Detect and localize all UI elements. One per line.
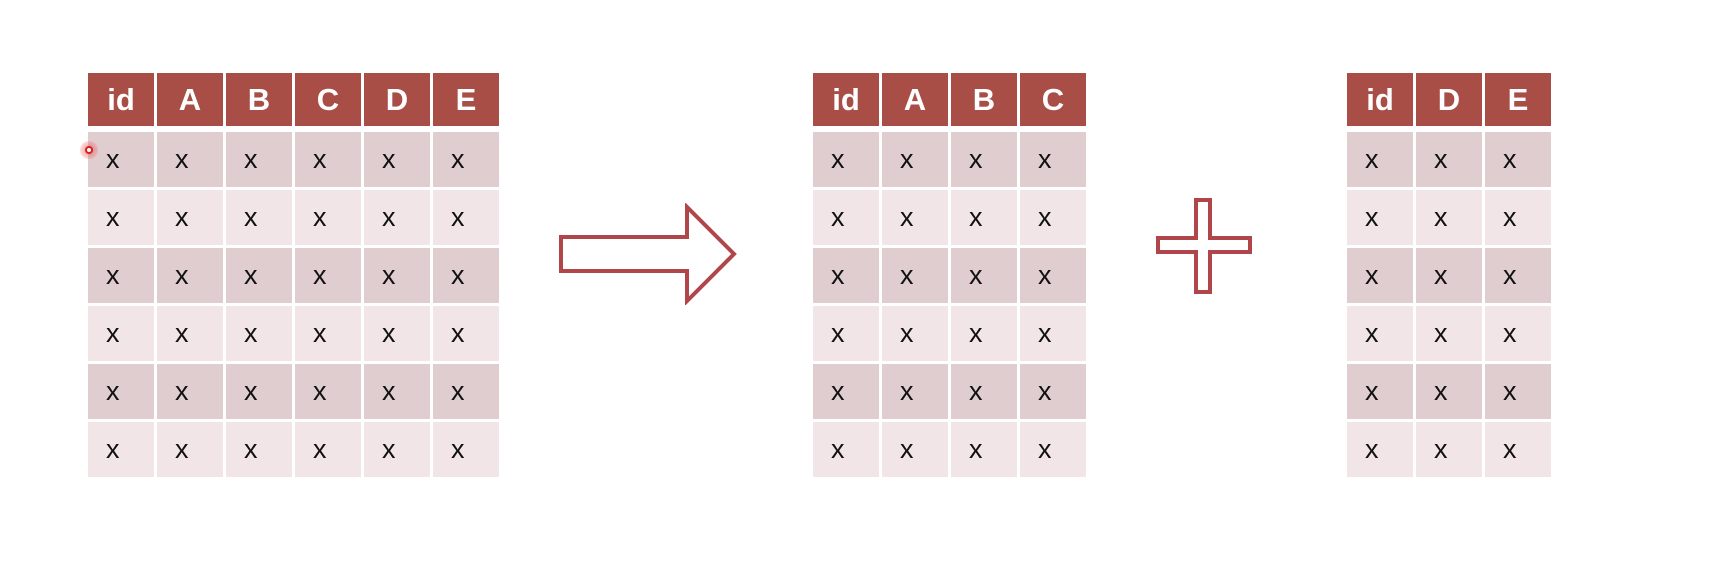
- table-cell: x: [882, 132, 948, 187]
- table-cell: x: [88, 364, 154, 419]
- table-cell: x: [226, 248, 292, 303]
- table-cell: x: [1416, 306, 1482, 361]
- table-cell: x: [951, 248, 1017, 303]
- table-cell: x: [157, 306, 223, 361]
- table-cell: x: [295, 422, 361, 477]
- table-cell: x: [1485, 132, 1551, 187]
- table-cell: x: [813, 190, 879, 245]
- plus-icon: [1156, 198, 1252, 294]
- table-cell: x: [157, 248, 223, 303]
- table-cell: x: [1020, 422, 1086, 477]
- table-cell: x: [1347, 248, 1413, 303]
- table-cell: x: [226, 132, 292, 187]
- table-cell: x: [813, 248, 879, 303]
- table-cell: x: [1347, 364, 1413, 419]
- table-cell: x: [364, 422, 430, 477]
- table-cell: x: [882, 422, 948, 477]
- table-cell: x: [1485, 364, 1551, 419]
- table-cell: x: [1416, 248, 1482, 303]
- column-header: E: [1485, 73, 1551, 126]
- table-cell: x: [88, 248, 154, 303]
- table-cell: x: [364, 306, 430, 361]
- column-header: id: [1347, 73, 1413, 126]
- column-header: C: [1020, 73, 1086, 126]
- table-cell: x: [226, 190, 292, 245]
- table-cell: x: [1485, 422, 1551, 477]
- column-header: id: [88, 73, 154, 126]
- right-arrow-icon: [559, 203, 737, 305]
- table-cell: x: [1020, 132, 1086, 187]
- table-cell: x: [1347, 306, 1413, 361]
- table-cell: x: [88, 306, 154, 361]
- table-cell: x: [1416, 422, 1482, 477]
- column-header: A: [882, 73, 948, 126]
- table-cell: x: [1020, 190, 1086, 245]
- column-header: B: [951, 73, 1017, 126]
- table-cell: x: [813, 306, 879, 361]
- click-indicator-icon: [80, 141, 98, 159]
- table-cell: x: [813, 132, 879, 187]
- table-cell: x: [295, 190, 361, 245]
- table-cell: x: [951, 190, 1017, 245]
- table-cell: x: [295, 132, 361, 187]
- table-cell: x: [1347, 422, 1413, 477]
- table-cell: x: [157, 190, 223, 245]
- table-cell: x: [1020, 248, 1086, 303]
- table-cell: x: [1020, 364, 1086, 419]
- column-header: B: [226, 73, 292, 126]
- table-cell: x: [951, 306, 1017, 361]
- column-header: id: [813, 73, 879, 126]
- column-header: D: [364, 73, 430, 126]
- table-cell: x: [813, 422, 879, 477]
- table-cell: x: [951, 364, 1017, 419]
- table-cell: x: [364, 132, 430, 187]
- column-header: D: [1416, 73, 1482, 126]
- table-cell: x: [364, 248, 430, 303]
- table-cell: x: [88, 190, 154, 245]
- table-cell: x: [157, 132, 223, 187]
- table-cell: x: [882, 364, 948, 419]
- table-cell: x: [433, 364, 499, 419]
- table-cell: x: [433, 190, 499, 245]
- table-cell: x: [433, 306, 499, 361]
- table-cell: x: [1485, 190, 1551, 245]
- table-cell: x: [433, 132, 499, 187]
- table-cell: x: [951, 422, 1017, 477]
- table-cell: x: [882, 190, 948, 245]
- table-cell: x: [1485, 248, 1551, 303]
- table-cell: x: [226, 364, 292, 419]
- column-header: A: [157, 73, 223, 126]
- table-cell: x: [1347, 190, 1413, 245]
- table-cell: x: [433, 422, 499, 477]
- table-cell: x: [295, 364, 361, 419]
- table-cell: x: [882, 248, 948, 303]
- table-cell: x: [882, 306, 948, 361]
- table-cell: x: [433, 248, 499, 303]
- table-cell: x: [951, 132, 1017, 187]
- table-cell: x: [88, 132, 154, 187]
- column-header: E: [433, 73, 499, 126]
- table-cell: x: [1347, 132, 1413, 187]
- table-cell: x: [226, 422, 292, 477]
- table-cell: x: [813, 364, 879, 419]
- table-cell: x: [1416, 364, 1482, 419]
- table-cell: x: [295, 306, 361, 361]
- table-cell: x: [157, 422, 223, 477]
- table-cell: x: [1416, 132, 1482, 187]
- table-cell: x: [364, 364, 430, 419]
- table-cell: x: [226, 306, 292, 361]
- column-header: C: [295, 73, 361, 126]
- table-cell: x: [1485, 306, 1551, 361]
- table-cell: x: [1020, 306, 1086, 361]
- table-cell: x: [1416, 190, 1482, 245]
- table-cell: x: [88, 422, 154, 477]
- table-cell: x: [364, 190, 430, 245]
- table-cell: x: [157, 364, 223, 419]
- table-cell: x: [295, 248, 361, 303]
